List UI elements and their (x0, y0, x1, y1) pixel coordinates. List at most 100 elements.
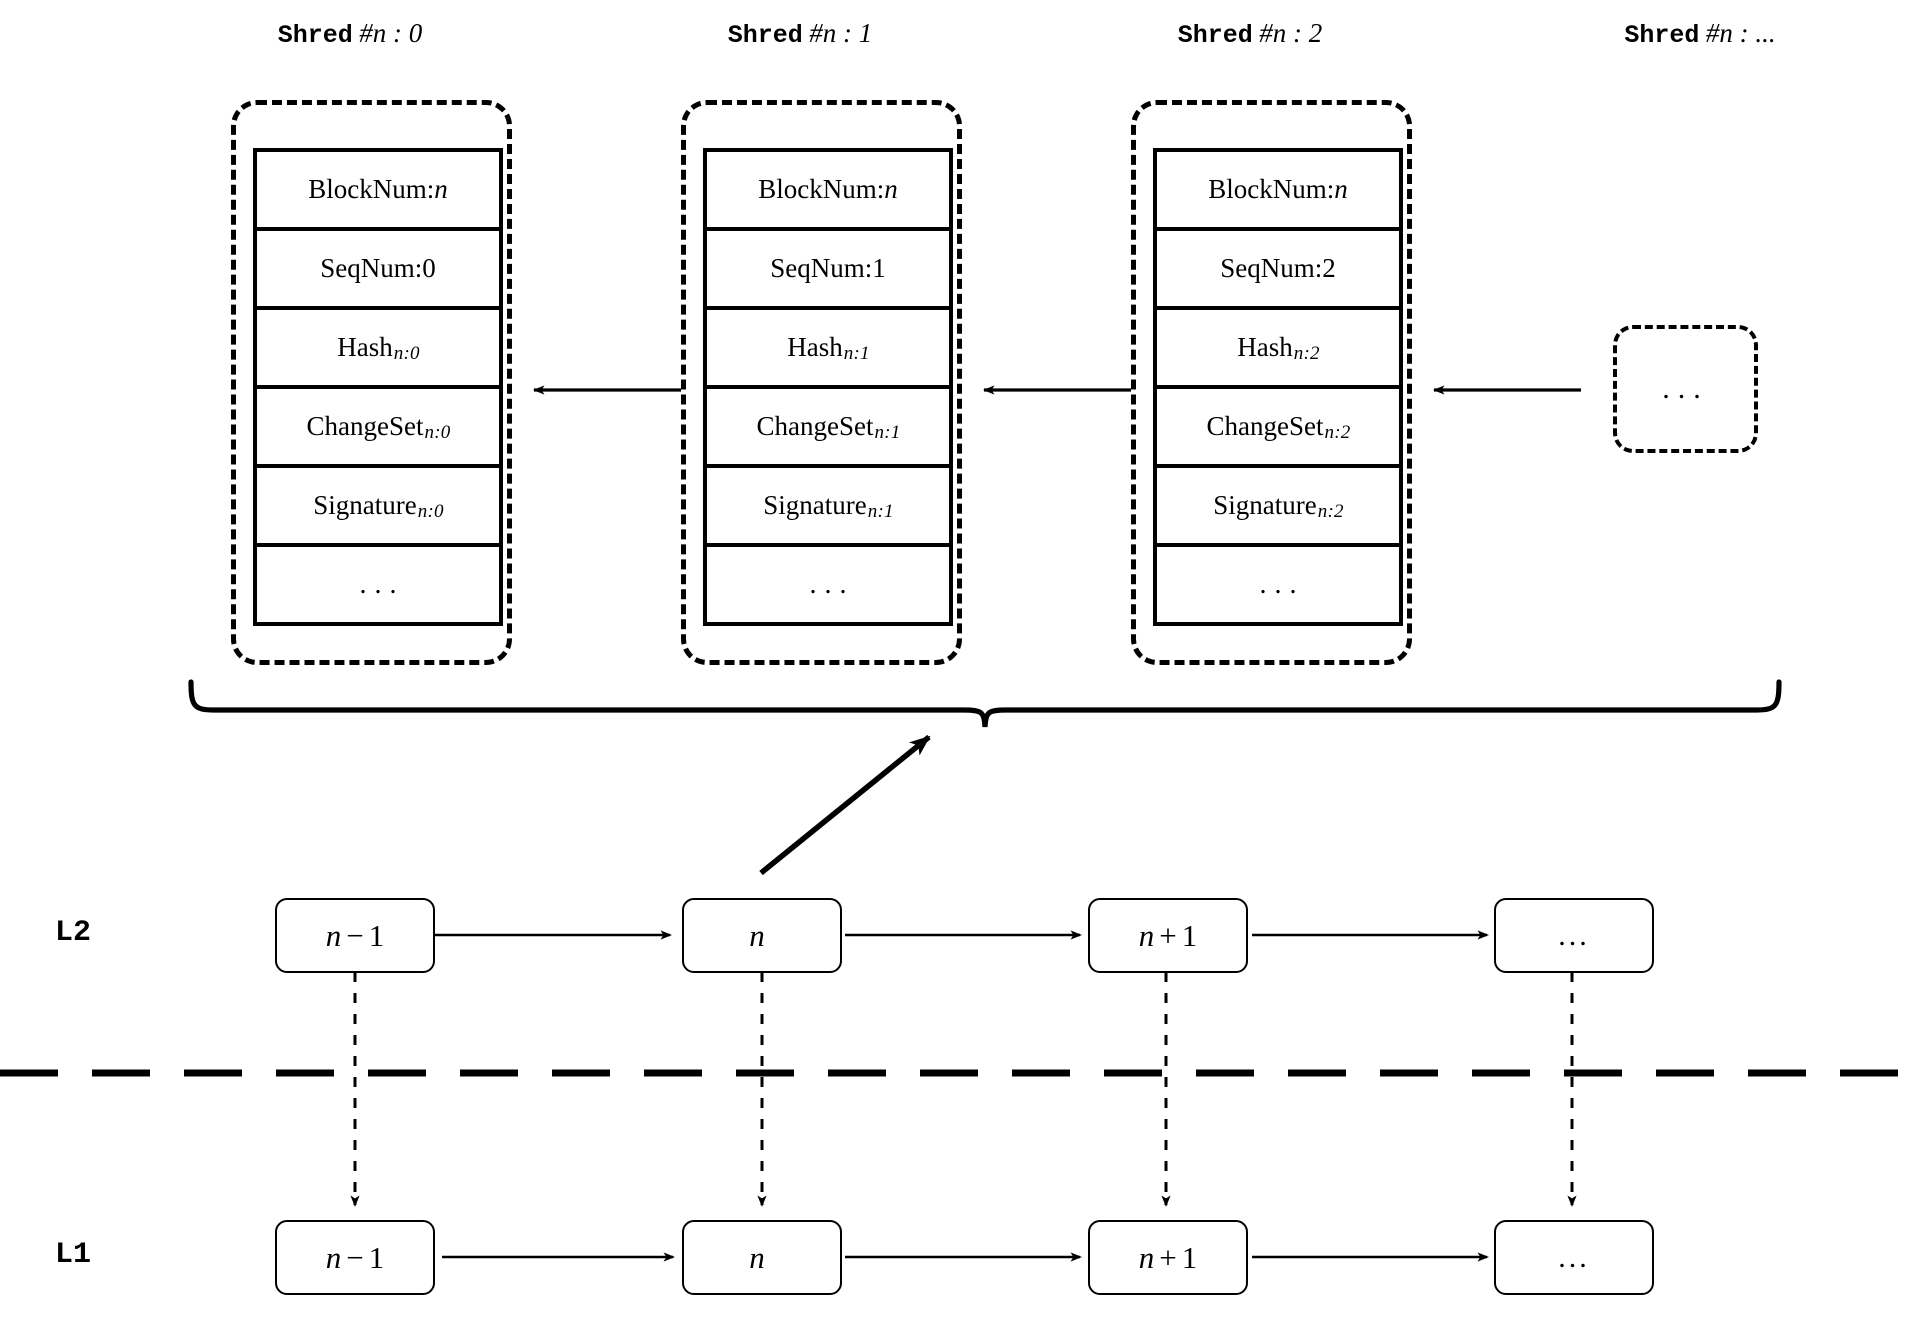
row-sep: : (414, 253, 423, 283)
l1-node-0[interactable]: n−1 (275, 1220, 435, 1295)
row-value: 2 (1322, 253, 1336, 283)
shred-row-seqnum-0: SeqNum : 0 (257, 231, 499, 310)
row-value: n (1334, 174, 1348, 204)
l1-node-1[interactable]: n (682, 1220, 842, 1295)
shred-title-math-0: #n : 0 (359, 18, 423, 48)
shred-title-label-2: Shred (1177, 21, 1253, 50)
layer-label-l1: L1 (55, 1240, 91, 1270)
shred-title-label-0: Shred (277, 21, 353, 50)
shred-title-math-more: #n : ... (1705, 18, 1776, 48)
row-subscript: n:1 (874, 421, 901, 443)
row-key: Hash (337, 332, 393, 362)
l2-node-1[interactable]: n (682, 898, 842, 973)
node-op: − (346, 1239, 364, 1275)
shred-title-math-2: #n : 2 (1259, 18, 1323, 48)
shred-title-label-1: Shred (727, 21, 803, 50)
row-key: ChangeSet (1206, 411, 1324, 441)
layer-label-l1-text: L1 (55, 1238, 92, 1272)
row-key: SeqNum (320, 253, 415, 283)
l2-node-2[interactable]: n+1 (1088, 898, 1248, 973)
row-key: Hash (787, 332, 843, 362)
l2-node-more[interactable]: ... (1494, 898, 1654, 973)
row-subscript: n:0 (417, 500, 444, 522)
node-ellipsis: ... (1558, 918, 1590, 952)
row-value: n (434, 174, 448, 204)
row-key: Signature (313, 490, 417, 520)
shred-group-more[interactable]: ... (1613, 325, 1758, 453)
row-sep: : (1326, 174, 1335, 204)
row-ellipsis: ... (359, 568, 405, 600)
node-num: 1 (368, 917, 385, 953)
row-key: ChangeSet (306, 411, 424, 441)
shred-row-ellipsis-0: ... (257, 547, 499, 622)
l2-node-0[interactable]: n−1 (275, 898, 435, 973)
node-var: n (325, 917, 342, 953)
row-key: BlockNum (1208, 174, 1327, 204)
shred-row-seqnum-2: SeqNum : 2 (1157, 231, 1399, 310)
row-key: ChangeSet (756, 411, 874, 441)
row-subscript: n:1 (867, 500, 894, 522)
node-op: + (1159, 1239, 1177, 1275)
row-key: BlockNum (758, 174, 877, 204)
row-subscript: n:0 (393, 342, 420, 364)
node-var: n (1138, 917, 1155, 953)
row-key: Hash (1237, 332, 1293, 362)
row-key: SeqNum (1220, 253, 1315, 283)
row-ellipsis: ... (809, 568, 855, 600)
layer-label-l2: L2 (55, 918, 91, 948)
row-subscript: n:2 (1317, 500, 1344, 522)
row-key: Signature (763, 490, 867, 520)
row-value: 1 (872, 253, 886, 283)
row-value: n (884, 174, 898, 204)
row-sep: : (1314, 253, 1323, 283)
row-subscript: n:2 (1324, 421, 1351, 443)
shred-row-ellipsis-1: ... (707, 547, 949, 622)
shred-title-label-more: Shred (1624, 21, 1700, 50)
layer-label-l2-text: L2 (55, 916, 92, 950)
node-num: 1 (1181, 917, 1198, 953)
shred-row-blocknum-0: BlockNum : n (257, 152, 499, 231)
node-ellipsis: ... (1558, 1240, 1590, 1274)
row-sep: : (426, 174, 435, 204)
l2-to-l1-dashed-arrows (350, 972, 1577, 1207)
row-key: BlockNum (308, 174, 427, 204)
node-num: 1 (368, 1239, 385, 1275)
row-sep: : (876, 174, 885, 204)
row-subscript: n:1 (843, 342, 870, 364)
node-num: 1 (1181, 1239, 1198, 1275)
l1-node-2[interactable]: n+1 (1088, 1220, 1248, 1295)
node-op: − (346, 917, 364, 953)
row-key: Signature (1213, 490, 1317, 520)
row-subscript: n:0 (424, 421, 451, 443)
node-op: + (1159, 917, 1177, 953)
shred-row-blocknum-2: BlockNum : n (1157, 152, 1399, 231)
shred-row-blocknum-1: BlockNum : n (707, 152, 949, 231)
row-subscript: n:2 (1293, 342, 1320, 364)
shred-title-0: Shred #n : 0 (190, 18, 510, 50)
row-value: 0 (422, 253, 436, 283)
node-var: n (325, 1239, 342, 1275)
shred-title-math-1: #n : 1 (809, 18, 873, 48)
shred-row-ellipsis-2: ... (1157, 547, 1399, 622)
block-to-shred-arrow (759, 734, 931, 876)
l1-node-more[interactable]: ... (1494, 1220, 1654, 1295)
row-sep: : (864, 253, 873, 283)
row-ellipsis: ... (1259, 568, 1305, 600)
shred-title-2: Shred #n : 2 (1090, 18, 1410, 50)
node-var: n (1138, 1239, 1155, 1275)
node-var: n (749, 917, 765, 953)
shred-title-more: Shred #n : ... (1540, 18, 1860, 50)
shred-title-1: Shred #n : 1 (640, 18, 960, 50)
